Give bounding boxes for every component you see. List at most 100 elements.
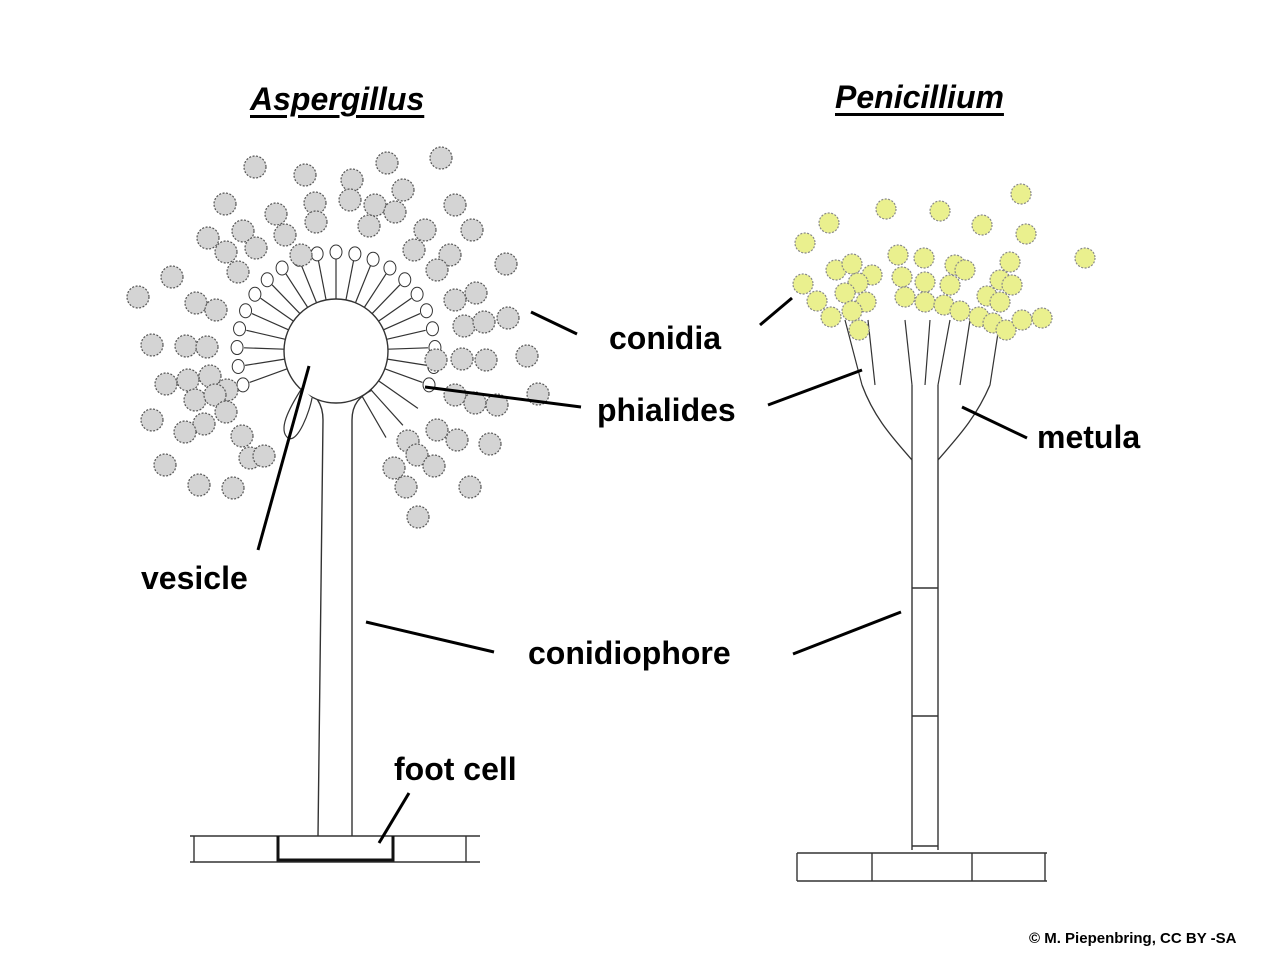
aspergillus-phialide-tip [398, 272, 412, 288]
aspergillus-conidium [195, 335, 219, 359]
conidia-leader-left [530, 310, 578, 336]
aspergillus-conidium [515, 344, 539, 368]
aspergillus-illustration [126, 146, 550, 863]
penicillium-conidium [1031, 307, 1053, 329]
penicillium-conidium [875, 198, 897, 220]
aspergillus-conidium [153, 453, 177, 477]
aspergillus-conidium [214, 240, 238, 264]
aspergillus-conidium [363, 193, 387, 217]
aspergillus-phialide-tip [310, 246, 324, 262]
aspergillus-phialide [285, 273, 309, 308]
aspergillus-conidium [383, 200, 407, 224]
aspergillus-conidium [176, 368, 200, 392]
aspergillus-conidium [226, 260, 250, 284]
aspergillus-phialide [387, 358, 427, 366]
aspergillus-conidium [160, 265, 184, 289]
aspergillus-conidium [203, 383, 227, 407]
phialides-leader-right [767, 368, 863, 407]
penicillium-conidium [1015, 223, 1037, 245]
aspergillus-conidium [173, 420, 197, 444]
penicillium-conidium [914, 271, 936, 293]
aspergillus-conidium [140, 408, 164, 432]
penicillium-conidium [848, 319, 870, 341]
aspergillus-conidium [496, 306, 520, 330]
aspergillus-conidium [198, 364, 222, 388]
foot-cell-label: foot cell [394, 751, 517, 787]
aspergillus-phialide-tip [275, 260, 289, 276]
penicillium-conidium [913, 247, 935, 269]
penicillium-conidium [820, 306, 842, 328]
aspergillus-conidium [422, 454, 446, 478]
aspergillus-conidium [375, 151, 399, 175]
aspergillus-conidium [425, 258, 449, 282]
aspergillus-conidium [174, 334, 198, 358]
penicillium-illustration [792, 183, 1096, 882]
vesicle-leader [256, 365, 311, 551]
aspergillus-phialide-tip [233, 321, 247, 337]
aspergillus-conidiophore-right-wall [351, 389, 373, 837]
aspergillus-phialide-tip [425, 321, 439, 337]
aspergillus-phialide [363, 273, 387, 308]
penicillium-conidium [894, 286, 916, 308]
aspergillus-conidium [425, 418, 449, 442]
aspergillus-phialide-tip [422, 377, 436, 393]
aspergillus-foot-cell [276, 836, 395, 862]
foot-cell-leader [377, 792, 411, 844]
aspergillus-conidium [154, 372, 178, 396]
aspergillus-phialide [251, 313, 289, 331]
aspergillus-phialide-tip [329, 244, 343, 260]
penicillium-conidium [929, 200, 951, 222]
aspergillus-conidium [192, 412, 216, 436]
aspergillus-conidium [187, 473, 211, 497]
aspergillus-phialide-tip [410, 286, 424, 302]
aspergillus-phialide [386, 329, 426, 340]
aspergillus-conidium [472, 310, 496, 334]
aspergillus-phialide-tip [383, 260, 397, 276]
aspergillus-phialide-tip [366, 251, 380, 267]
aspergillus-phialide [384, 368, 423, 384]
penicillium-conidium [1074, 247, 1096, 269]
penicillium-conidium [806, 290, 828, 312]
aspergillus-conidium [243, 155, 267, 179]
aspergillus-conidium [391, 178, 415, 202]
aspergillus-conidium [445, 428, 469, 452]
aspergillus-conidium [244, 236, 268, 260]
penicillium-conidiophore [911, 460, 939, 850]
aspergillus-conidium [452, 314, 476, 338]
aspergillus-phialide [378, 380, 419, 409]
penicillium-conidium [792, 273, 814, 295]
aspergillus-phialide [249, 368, 288, 384]
aspergillus-conidium [460, 218, 484, 242]
metula-label: metula [1037, 419, 1141, 455]
aspergillus-phialide-tip [348, 246, 362, 262]
aspergillus-conidium [126, 285, 150, 309]
aspergillus-phialide [387, 347, 428, 350]
aspergillus-conidium [289, 243, 313, 267]
aspergillus-conidium [214, 400, 238, 424]
aspergillus-phialide [371, 284, 401, 315]
aspergillus-vesicle [283, 298, 389, 404]
aspergillus-conidium [464, 281, 488, 305]
aspergillus-conidium [458, 475, 482, 499]
penicillium-conidium [1001, 274, 1023, 296]
aspergillus-conidium [184, 291, 208, 315]
penicillium-conidium [995, 319, 1017, 341]
aspergillus-conidium [338, 188, 362, 212]
leader-lines [256, 296, 1028, 844]
aspergillus-conidium [204, 298, 228, 322]
aspergillus-conidium [231, 219, 255, 243]
aspergillus-conidium [494, 252, 518, 276]
aspergillus-conidium [429, 146, 453, 170]
aspergillus-phialide [361, 395, 387, 438]
aspergillus-conidium [443, 288, 467, 312]
aspergillus-conidium [183, 388, 207, 412]
aspergillus-lower-phialide [283, 387, 313, 440]
copyright-credit: © M. Piepenbring, CC BY -SA [1029, 930, 1237, 947]
penicillium-conidium [989, 291, 1011, 313]
aspergillus-phialide [260, 297, 294, 322]
aspergillus-conidium [450, 347, 474, 371]
aspergillus-conidium [303, 191, 327, 215]
aspergillus-conidium [485, 393, 509, 417]
penicillium-conidium [971, 214, 993, 236]
